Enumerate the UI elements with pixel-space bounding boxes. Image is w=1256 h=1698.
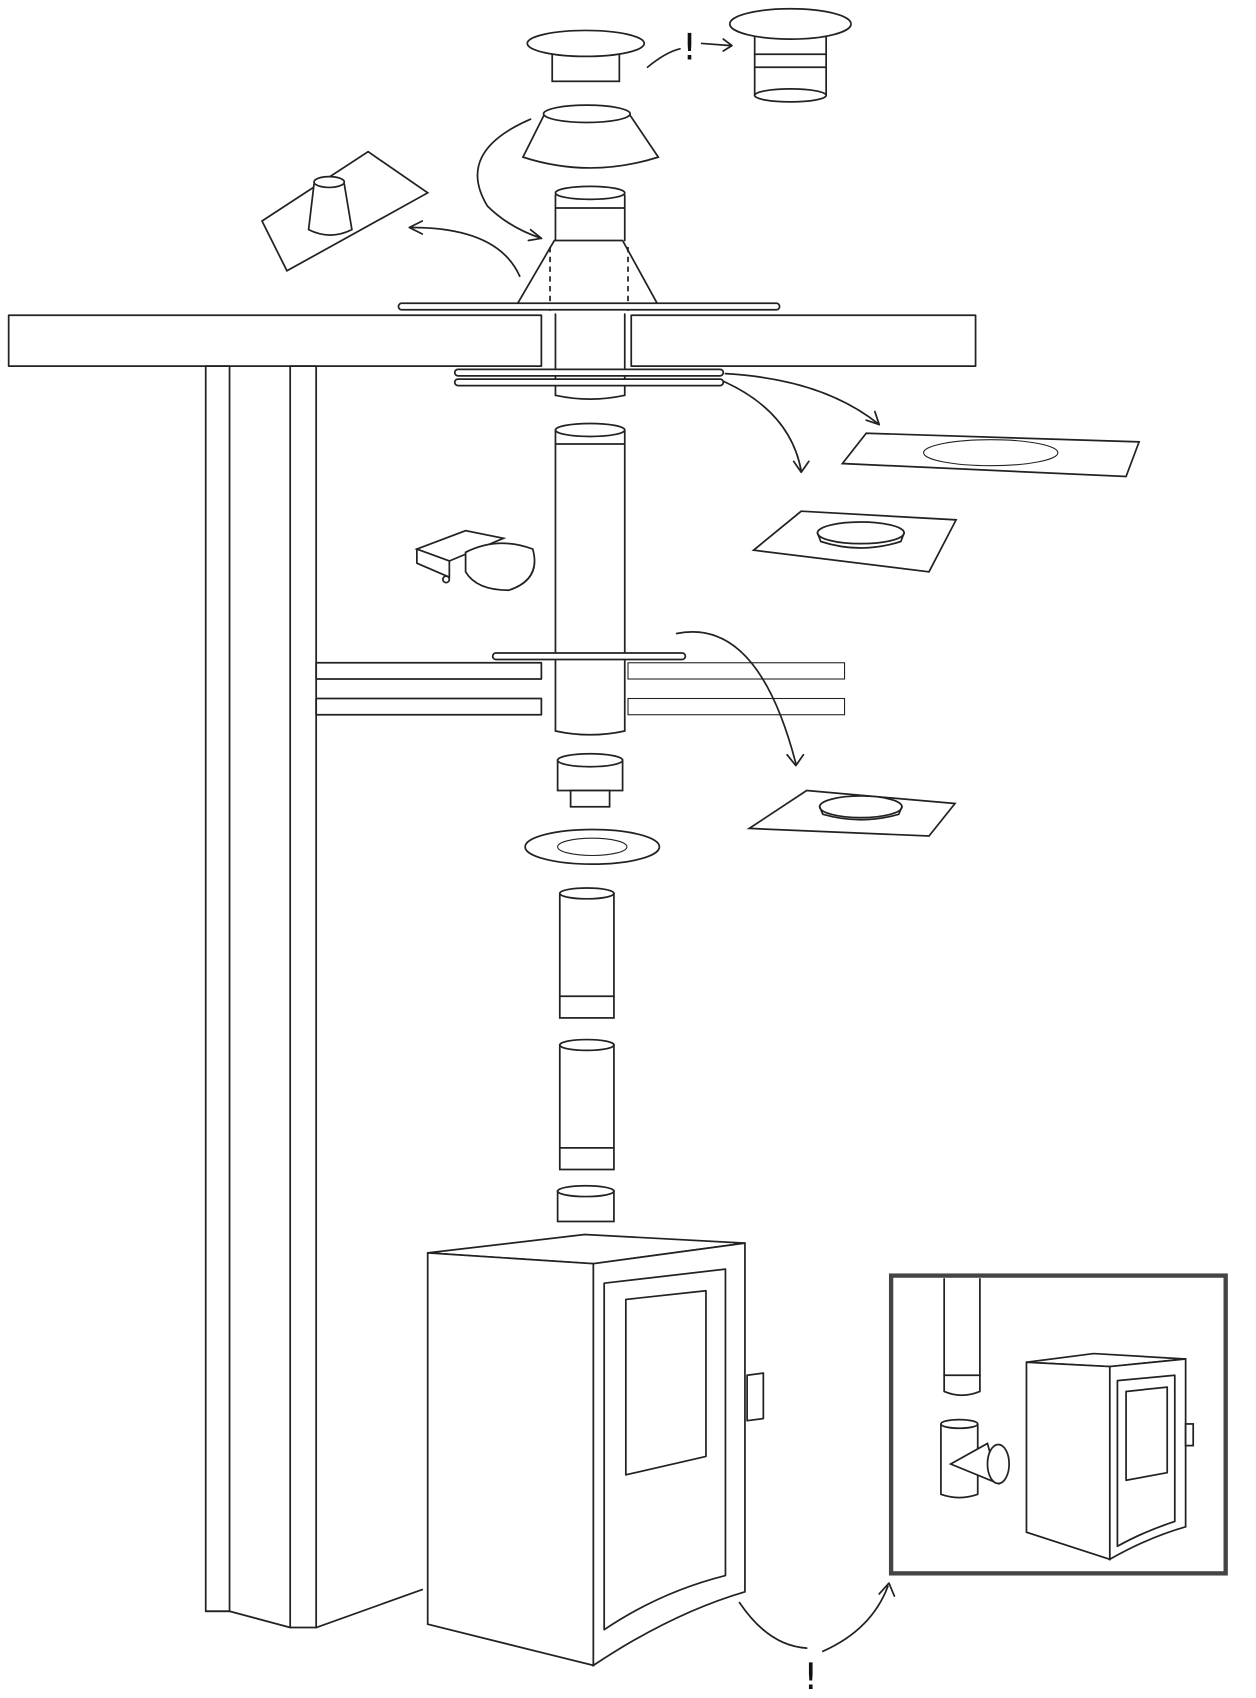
inset-rear-connection <box>888 1273 1228 1576</box>
curved-arrow <box>410 226 521 278</box>
pipe-adapter <box>556 752 624 808</box>
arrow-icon <box>792 460 810 474</box>
rain-cap-alternative <box>728 7 852 103</box>
curved-arrow <box>738 1601 808 1649</box>
curved-arrow <box>476 118 543 240</box>
ceiling-plate-lower <box>453 378 725 387</box>
wood-stove <box>426 1233 765 1668</box>
curved-arrow <box>822 1585 889 1653</box>
rain-cap <box>526 29 646 83</box>
curved-arrow <box>722 380 803 472</box>
arrow-icon <box>527 228 543 242</box>
ceiling-plate-upper <box>453 368 725 377</box>
stove-pipe-lower <box>558 1038 615 1171</box>
stove-pipe-upper <box>558 887 615 1019</box>
warning-mark-stove: ! <box>803 1655 818 1698</box>
roof-pipe <box>549 185 629 400</box>
stove-collar <box>556 1184 615 1223</box>
storm-collar <box>521 104 660 169</box>
arrow-icon <box>700 38 733 52</box>
firestop-plate-upper <box>751 510 958 573</box>
ceiling-trim-plate <box>840 432 1141 478</box>
curved-arrow <box>675 631 797 765</box>
arrow-icon <box>878 1582 896 1597</box>
warning-mark-cap: ! <box>682 26 697 69</box>
cone-flashing <box>515 239 660 307</box>
wall-bracket <box>414 529 536 592</box>
arrow-icon <box>865 410 881 426</box>
intermediate-floor <box>315 661 846 716</box>
roof-flashing <box>260 150 430 273</box>
roof-support-plate <box>397 302 781 311</box>
ceiling-slab <box>7 314 977 367</box>
arrow-icon <box>786 753 805 767</box>
floor-support-plate <box>491 652 687 661</box>
stove-handle <box>746 1372 765 1422</box>
arrow-icon <box>408 220 424 235</box>
insulated-pipe <box>554 422 626 736</box>
ceiling-trim-ring <box>524 828 661 866</box>
firestop-plate-lower <box>746 789 957 837</box>
wall <box>204 365 424 1629</box>
curved-arrow <box>724 372 881 426</box>
